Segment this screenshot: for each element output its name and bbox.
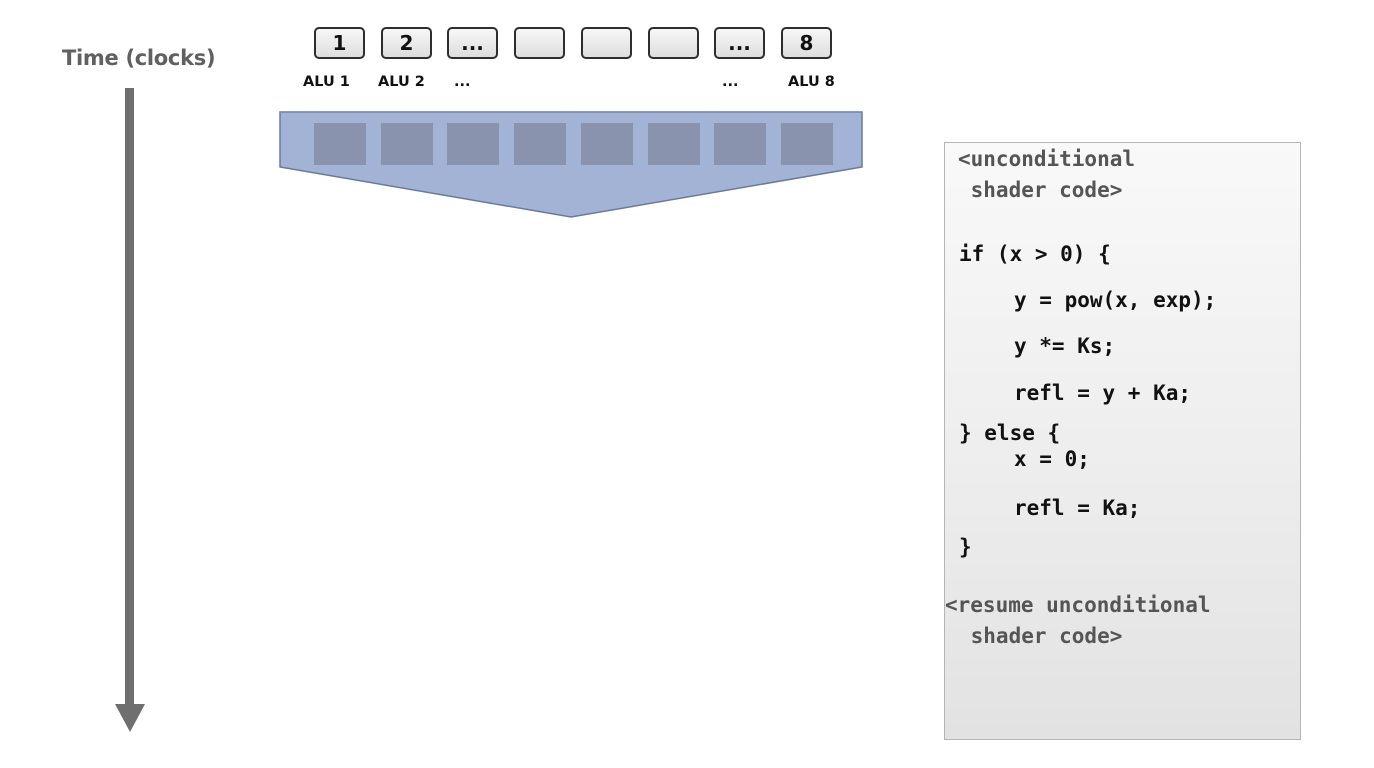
code-close-line: } — [959, 535, 972, 559]
alu-box-6 — [648, 27, 699, 59]
code-unconditional-line2: shader code> — [958, 178, 1123, 202]
instruction-lane-2 — [381, 123, 433, 165]
alu-label-2: ALU 2 — [378, 74, 425, 90]
alu-box-2: 2 — [381, 27, 432, 59]
code-unconditional-line1: <unconditional — [958, 147, 1136, 171]
code-x0-line: x = 0; — [1014, 447, 1090, 471]
alu-label-dots-left: ... — [454, 74, 471, 90]
time-axis-label: Time (clocks) — [62, 46, 216, 70]
instruction-lane-6 — [648, 123, 700, 165]
alu-label-dots-right: ... — [722, 74, 739, 90]
shader-code-panel — [944, 142, 1301, 740]
alu-box-1: 1 — [314, 27, 365, 59]
time-axis-arrowhead — [115, 704, 145, 732]
code-resume-line2: shader code> — [958, 624, 1123, 648]
alu-box-8: 8 — [781, 27, 832, 59]
code-pow-line: y = pow(x, exp); — [1014, 288, 1217, 312]
instruction-lane-1 — [314, 123, 366, 165]
instruction-lane-5 — [581, 123, 633, 165]
alu-box-5 — [581, 27, 632, 59]
instruction-bar-body — [279, 111, 863, 218]
code-else-line: } else { — [959, 421, 1061, 445]
instruction-lane-3 — [447, 123, 499, 165]
code-if-line: if (x > 0) { — [959, 242, 1111, 266]
code-ks-line: y *= Ks; — [1014, 334, 1116, 358]
code-refl2-line: refl = Ka; — [1014, 496, 1141, 520]
time-axis-line — [125, 88, 134, 708]
code-resume-line1: <resume unconditional — [945, 593, 1211, 617]
alu-label-1: ALU 1 — [303, 74, 350, 90]
instruction-lane-7 — [714, 123, 766, 165]
instruction-lane-8 — [781, 123, 833, 165]
code-refl1-line: refl = y + Ka; — [1014, 381, 1192, 405]
instruction-lane-4 — [514, 123, 566, 165]
alu-box-7: ... — [714, 27, 765, 59]
alu-box-4 — [514, 27, 565, 59]
alu-label-8: ALU 8 — [788, 74, 835, 90]
alu-box-3: ... — [447, 27, 498, 59]
